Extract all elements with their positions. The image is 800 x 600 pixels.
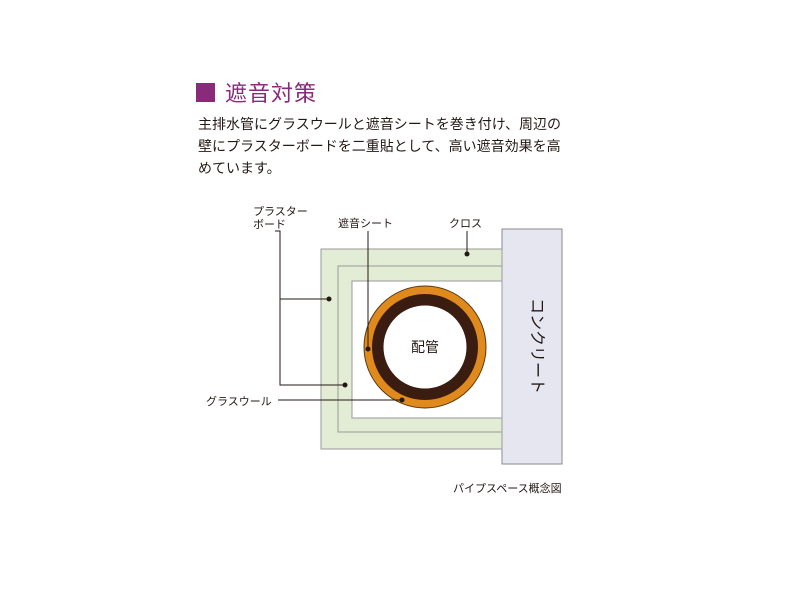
concrete-wall: [501, 228, 563, 465]
diagram-caption: パイプスペース概念図: [453, 481, 562, 495]
plaster-board-label-line2: ボード: [253, 218, 286, 231]
sound-sheet-dot: [365, 346, 371, 352]
plaster-board-dot-2: [342, 382, 348, 388]
plaster-board-leader: [275, 230, 329, 300]
plaster-board-dot: [326, 296, 332, 302]
pipe-label: 配管: [411, 340, 439, 356]
description-line-2: 壁にプラスターボードを二重貼として、高い遮音効果を高: [198, 139, 561, 155]
plaster-board-leader-2: [279, 299, 345, 386]
glass-wool-dot: [399, 397, 405, 403]
cloth-label: クロス: [449, 217, 482, 230]
heading-square-icon: [196, 82, 215, 102]
cloth-dot: [464, 251, 470, 257]
description-paragraph: 主排水管にグラスウールと遮音シートを巻き付け、周辺の 壁にプラスターボードを二重…: [198, 114, 598, 180]
glass-wool-label: グラスウール: [206, 394, 272, 408]
section-heading: 遮音対策: [196, 76, 317, 108]
pipe-core: [382, 304, 468, 390]
concrete-label: コンクリート: [528, 298, 547, 394]
plaster-board-label-line1: プラスター: [253, 205, 308, 218]
heading-title: 遮音対策: [225, 82, 318, 107]
description-line-3: めています。: [198, 161, 281, 177]
sound-sheet-label: 遮音シート: [338, 216, 393, 230]
leader-dots: [326, 251, 470, 403]
description-line-1: 主排水管にグラスウールと遮音シートを巻き付け、周辺の: [198, 117, 562, 133]
leader-lines: [275, 230, 468, 401]
